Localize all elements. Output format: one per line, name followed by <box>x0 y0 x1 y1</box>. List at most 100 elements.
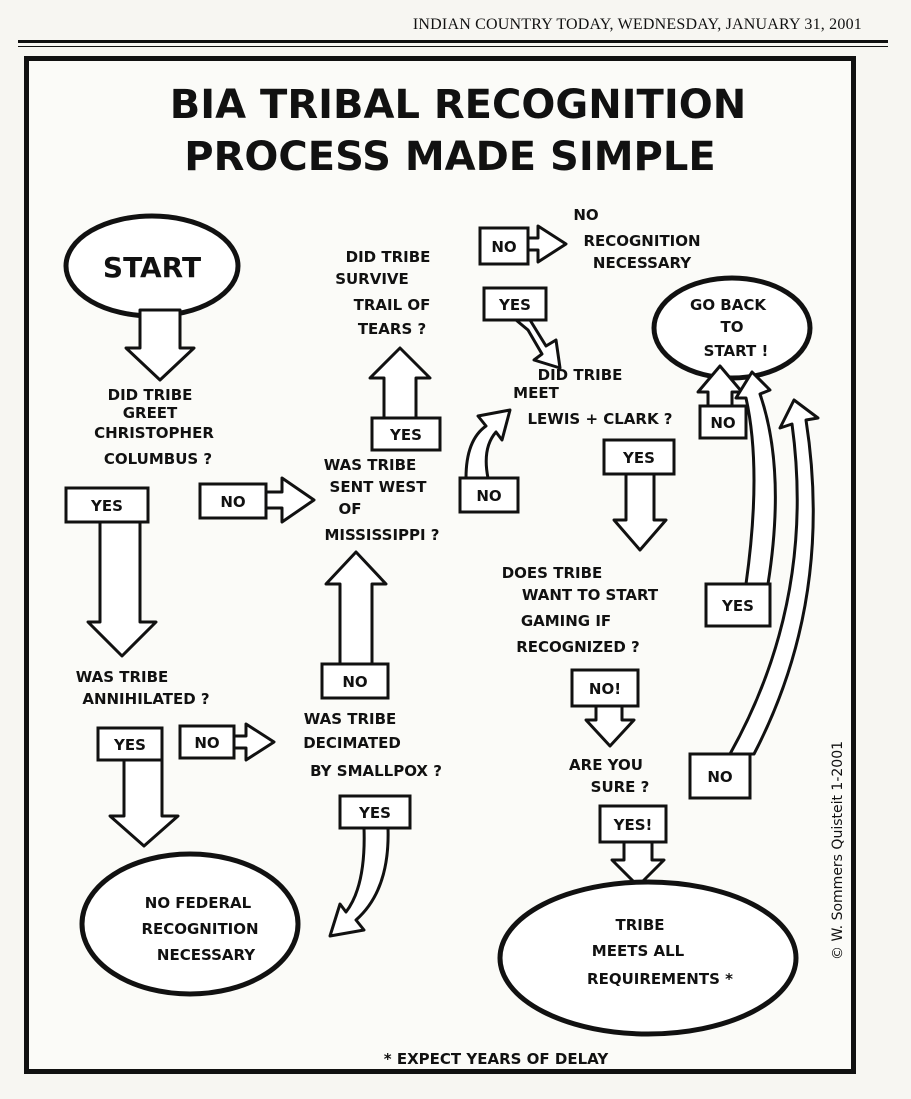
arrow-start-down <box>124 308 196 382</box>
start-node: START <box>63 213 241 319</box>
svg-text:DECIMATED: DECIMATED <box>303 734 401 752</box>
question-sent-west: WAS TRIBE SENT WEST OF MISSISSIPPI ? <box>324 456 440 544</box>
svg-text:RECOGNIZED ?: RECOGNIZED ? <box>516 638 640 656</box>
svg-text:REQUIREMENTS *: REQUIREMENTS * <box>587 970 733 988</box>
svg-text:MEET: MEET <box>513 384 559 402</box>
no-label-trail: NO <box>491 238 516 256</box>
yes-label-smallpox: YES <box>358 804 391 822</box>
svg-text:CHRISTOPHER: CHRISTOPHER <box>94 424 214 442</box>
yes-box-trail <box>482 286 548 322</box>
title-line-2: PROCESS MADE SIMPLE <box>184 134 715 180</box>
svg-text:GREET: GREET <box>123 404 178 422</box>
yes-box-are-you-sure <box>598 804 668 844</box>
svg-text:NO: NO <box>573 206 598 224</box>
svg-text:SENT WEST: SENT WEST <box>330 478 428 496</box>
arrow-columbus-no-right <box>264 476 316 524</box>
question-lewis-clark: DID TRIBE MEET LEWIS + CLARK ? <box>513 366 672 428</box>
question-gaming: DOES TRIBE WANT TO START GAMING IF RECOG… <box>502 564 659 656</box>
yes-label-columbus: YES <box>90 497 123 515</box>
yes-box-sent-west <box>370 416 442 452</box>
arrow-gaming-no-down <box>584 704 636 748</box>
yes-label-annihilated: YES <box>113 736 146 754</box>
arrow-smallpox-yes-curve <box>328 826 390 938</box>
svg-text:COLUMBUS ?: COLUMBUS ? <box>104 450 212 468</box>
svg-text:ANNIHILATED ?: ANNIHILATED ? <box>82 690 209 708</box>
yes-box-smallpox <box>338 794 412 830</box>
yes-label-lewis-clark: YES <box>622 449 655 467</box>
yes-box-lewis-clark <box>602 438 676 476</box>
no-label-annihilated: NO <box>194 734 219 752</box>
no-box-trail <box>478 226 530 266</box>
no-label-gaming: NO! <box>589 680 621 698</box>
arrow-sentwest-yes-up <box>368 346 432 420</box>
end-no-federal: NO FEDERAL RECOGNITION NECESSARY <box>79 851 301 997</box>
svg-text:WANT TO START: WANT TO START <box>522 586 659 604</box>
no-label-lewis-clark: NO <box>710 414 735 432</box>
masthead-rule-thin <box>18 46 888 47</box>
arrow-trail-yes-down <box>514 318 562 370</box>
arrow-annihilated-no-right <box>232 722 276 762</box>
no-label-sent-west: NO <box>476 487 501 505</box>
svg-text:TEARS ?: TEARS ? <box>358 320 426 338</box>
svg-text:TRIBE: TRIBE <box>615 916 664 934</box>
svg-text:DID TRIBE: DID TRIBE <box>538 366 623 384</box>
no-label-columbus: NO <box>220 493 245 511</box>
svg-text:DOES TRIBE: DOES TRIBE <box>502 564 603 582</box>
svg-text:SURVIVE: SURVIVE <box>335 270 409 288</box>
svg-text:BY SMALLPOX ?: BY SMALLPOX ? <box>310 762 442 780</box>
svg-text:RECOGNITION: RECOGNITION <box>141 920 258 938</box>
title-line-1: BIA TRIBAL RECOGNITION <box>170 82 746 128</box>
svg-text:TRAIL OF: TRAIL OF <box>354 296 431 314</box>
yes-label-trail: YES <box>498 296 531 314</box>
arrow-smallpox-no-up <box>324 550 388 666</box>
svg-text:WAS TRIBE: WAS TRIBE <box>304 710 397 728</box>
masthead: INDIAN COUNTRY TODAY, WEDNESDAY, JANUARY… <box>412 16 862 33</box>
no-label-smallpox: NO <box>342 673 367 691</box>
svg-text:GO BACK: GO BACK <box>690 296 767 314</box>
no-label-are-you-sure: NO <box>707 768 732 786</box>
svg-text:ARE YOU: ARE YOU <box>569 756 643 774</box>
arrow-annihilated-yes-down <box>108 758 180 848</box>
arrow-sure-yes-down <box>610 840 666 888</box>
yes-label-are-you-sure: YES! <box>613 816 653 834</box>
no-recognition-necessary-top: NO RECOGNITION NECESSARY <box>573 206 700 272</box>
svg-text:SURE ?: SURE ? <box>591 778 650 796</box>
arrow-trail-no-right <box>526 224 568 264</box>
start-label: START <box>103 251 201 284</box>
svg-text:WAS TRIBE: WAS TRIBE <box>324 456 417 474</box>
artist-signature: © W. Sommers Quisteit 1-2001 <box>830 741 846 960</box>
question-columbus: DID TRIBE GREET CHRISTOPHER COLUMBUS ? <box>94 386 214 468</box>
yes-box-annihilated <box>96 726 164 762</box>
svg-text:WAS TRIBE: WAS TRIBE <box>76 668 169 686</box>
go-back-to-start: GO BACK TO START ! <box>651 275 813 381</box>
arrow-sure-no-back <box>728 398 820 756</box>
yes-label-sent-west: YES <box>389 426 422 444</box>
svg-text:NECESSARY: NECESSARY <box>157 946 256 964</box>
svg-text:MISSISSIPPI ?: MISSISSIPPI ? <box>324 526 439 544</box>
svg-text:DID TRIBE: DID TRIBE <box>108 386 193 404</box>
arrow-lewisclark-no-up <box>696 364 744 408</box>
svg-text:MEETS ALL: MEETS ALL <box>592 942 685 960</box>
svg-text:LEWIS + CLARK ?: LEWIS + CLARK ? <box>527 410 672 428</box>
question-trail-of-tears: DID TRIBE SURVIVE TRAIL OF TEARS ? <box>335 248 430 338</box>
svg-text:NECESSARY: NECESSARY <box>593 254 692 272</box>
no-box-are-you-sure <box>688 752 752 800</box>
svg-text:TO: TO <box>721 318 744 336</box>
svg-text:RECOGNITION: RECOGNITION <box>583 232 700 250</box>
svg-text:GAMING IF: GAMING IF <box>521 612 611 630</box>
question-are-you-sure: ARE YOU SURE ? <box>569 756 649 796</box>
arrow-sentwest-no-curve <box>464 408 512 480</box>
question-annihilated: WAS TRIBE ANNIHILATED ? <box>76 668 210 708</box>
no-box-lewis-clark <box>698 404 748 440</box>
question-smallpox: WAS TRIBE DECIMATED BY SMALLPOX ? <box>303 710 442 780</box>
no-box-smallpox <box>320 662 390 700</box>
yes-box-gaming <box>704 582 772 628</box>
footnote: * EXPECT YEARS OF DELAY <box>384 1050 610 1068</box>
masthead-rule <box>18 40 888 43</box>
arrow-lewisclark-yes-down <box>612 472 668 552</box>
no-box-gaming <box>570 668 640 708</box>
svg-text:NO FEDERAL: NO FEDERAL <box>145 894 252 912</box>
arrow-gaming-yes-back <box>734 370 777 586</box>
svg-text:DID TRIBE: DID TRIBE <box>346 248 431 266</box>
